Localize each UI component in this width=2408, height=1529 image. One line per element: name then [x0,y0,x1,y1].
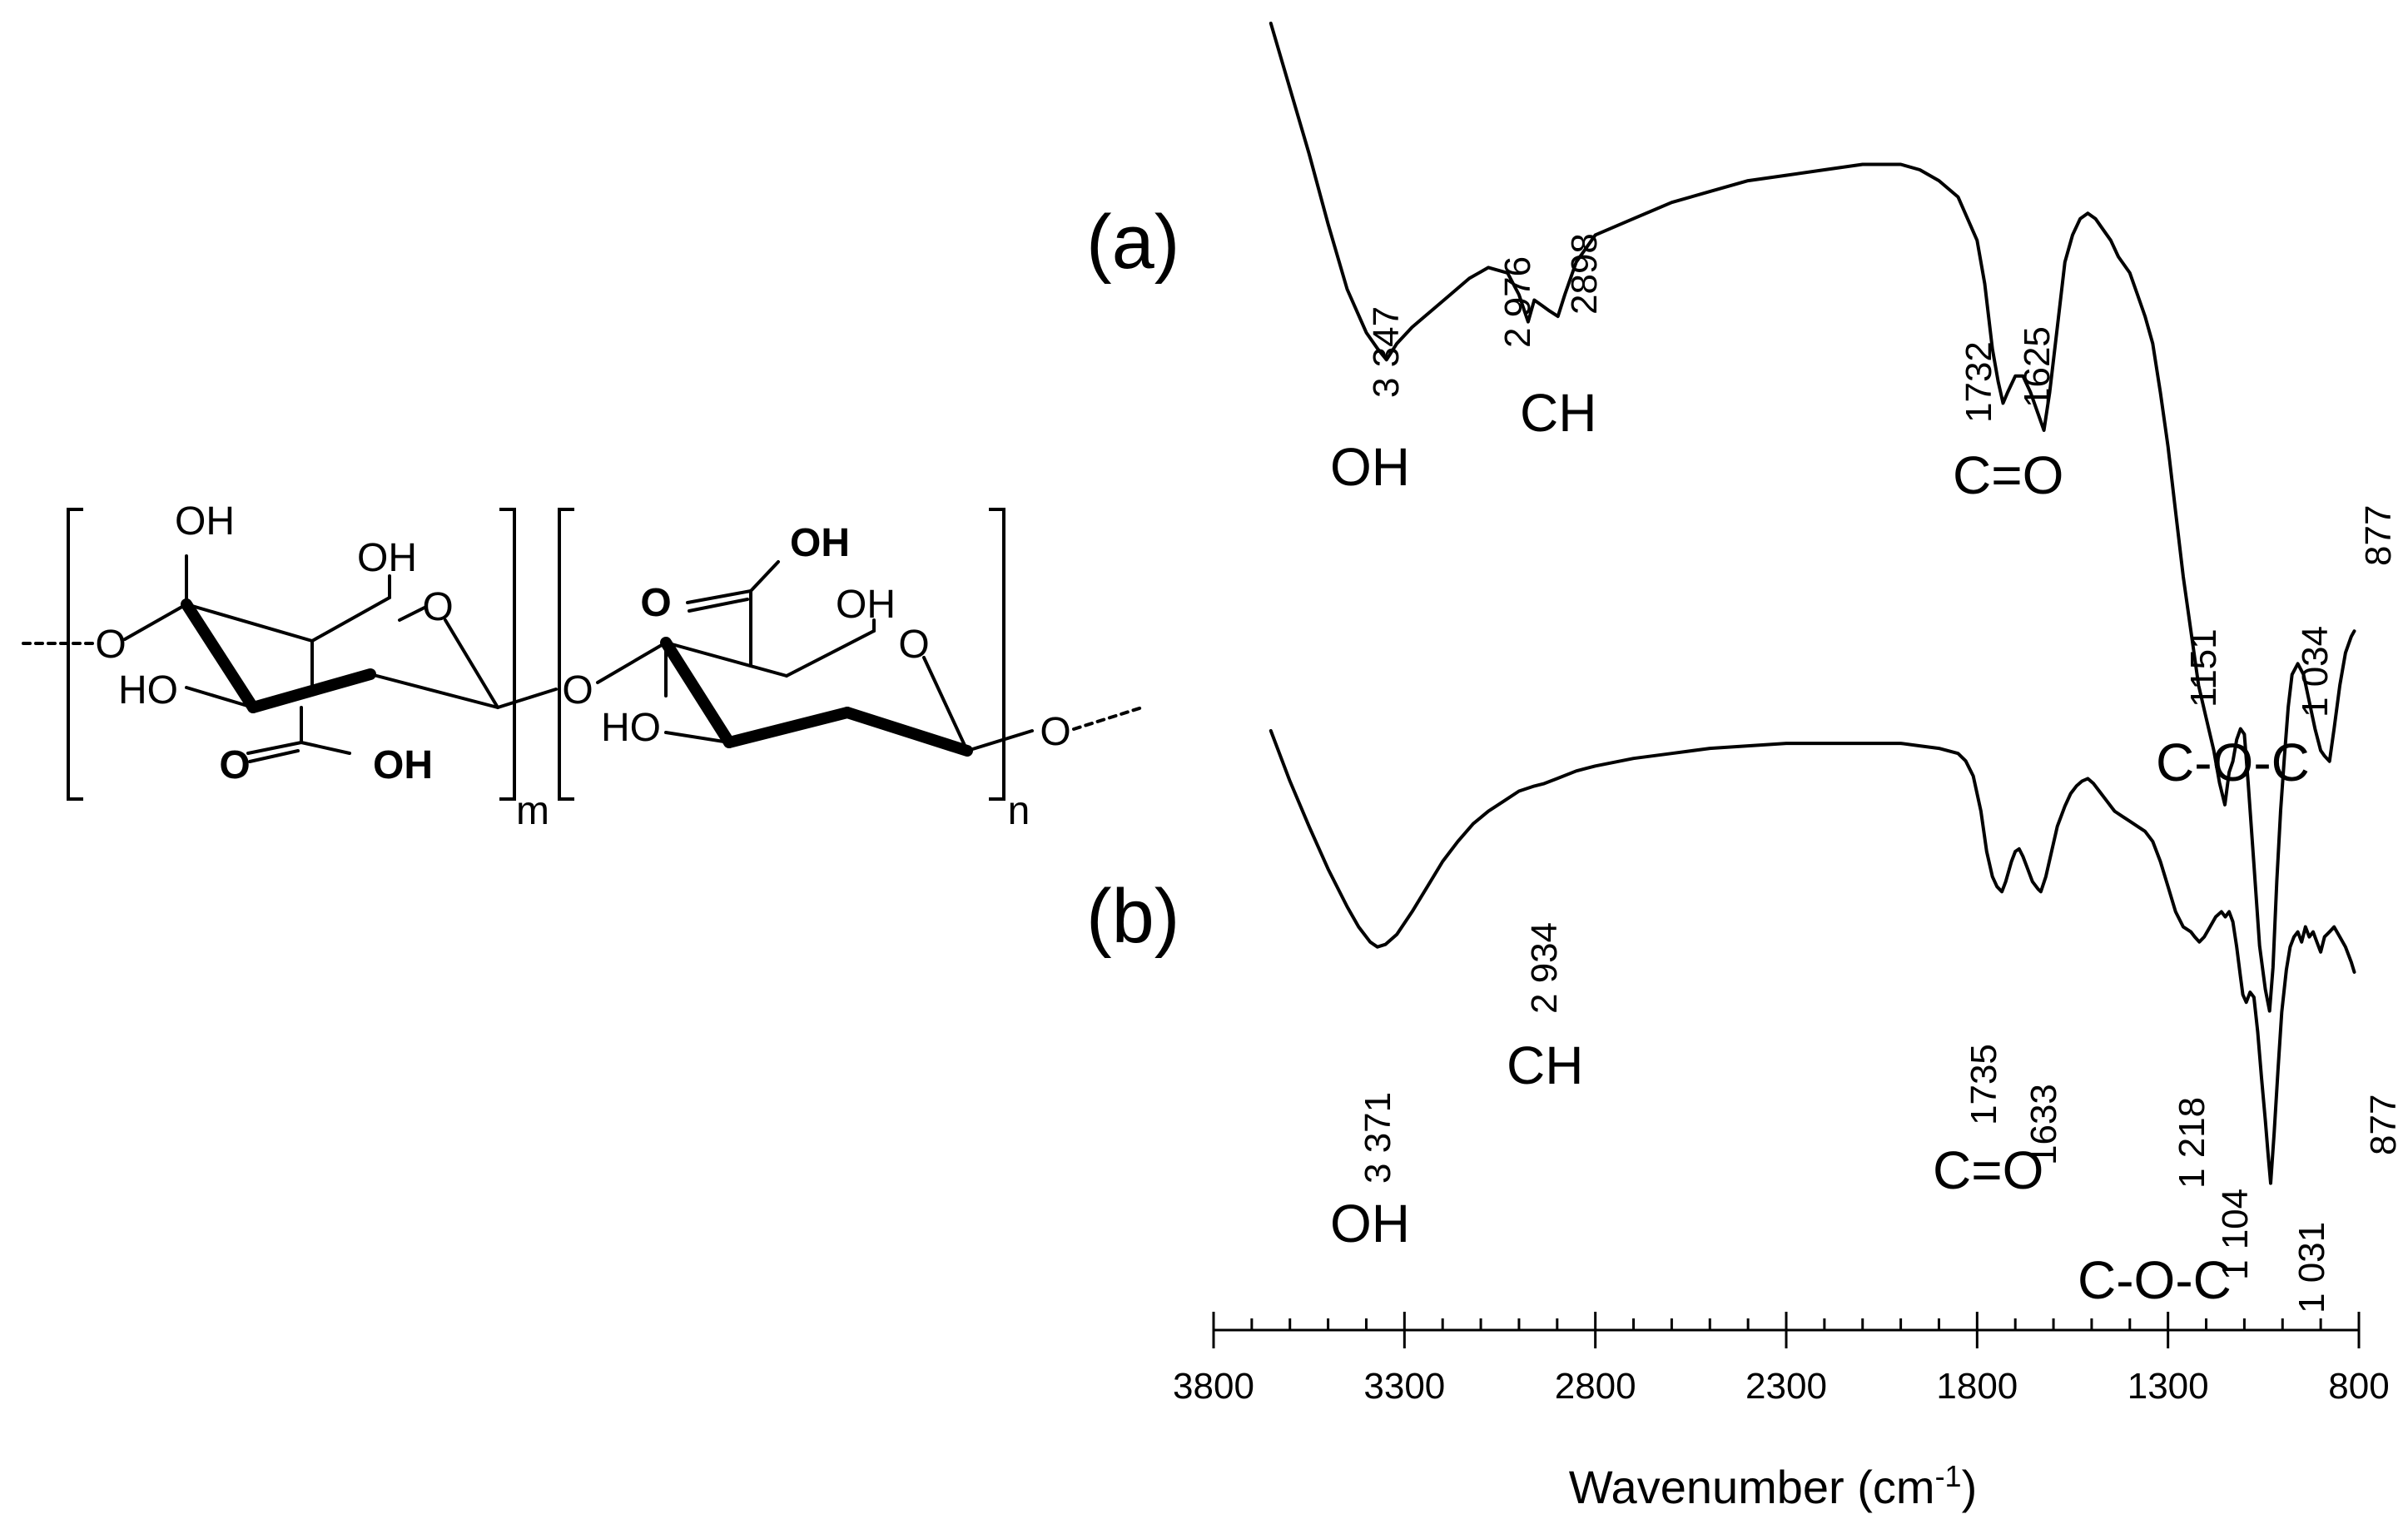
ir-spectra [1269,22,2356,1185]
annotations-a: 3 347 2 976 2898 1732 1625 1151 1 034 87… [1330,233,2399,792]
group-label-b-co: C=O [1933,1140,2043,1200]
bond [369,673,499,709]
panel-label-a: (a) [1086,200,1179,285]
peak-label-a-1625: 1625 [2017,326,2058,408]
x-tick-label: 1300 [2127,1366,2209,1407]
peak-label-a-1034: 1 034 [2295,626,2336,717]
x-axis: 3800 3300 2800 2300 1800 1300 800 [1173,1312,2390,1407]
bond [966,729,1034,752]
bond [785,629,876,678]
bond [922,656,969,752]
peak-label-a-2898: 2898 [1564,233,1605,315]
atom-o-link-right: O [1040,710,1070,754]
peak-label-b-3371: 3 371 [1358,1092,1398,1184]
atom-oh-carboxyl1: OH [373,743,433,787]
spectrum-line-a [1269,22,2356,1013]
panel-label-b: (b) [1086,874,1179,959]
group-label-a-oh: OH [1330,437,1410,497]
bond [310,596,391,643]
bond [185,686,255,709]
bond [300,741,351,755]
repeat-subscript-n: n [1008,789,1030,833]
x-tick-label: 1800 [1936,1366,2018,1407]
bond [246,741,303,755]
atom-oh-carboxyl2: OH [790,521,850,565]
repeat-subscript-m: m [516,789,549,833]
alginate-structure: OH OH O O HO O OH O OH O OH O HO O m n [22,499,1144,833]
peak-label-a-3347: 3 347 [1366,306,1407,398]
x-tick-label: 3800 [1173,1366,1254,1407]
group-label-a-ch: CH [1520,383,1596,443]
bond [496,688,558,709]
peak-label-b-2934: 2 934 [1524,922,1565,1014]
atom-o-ring2: O [898,623,929,667]
spectrum-line-b [1269,729,2356,1185]
atom-o-carbonyl2: O [640,581,671,625]
atom-o-glycosidic: O [562,668,593,712]
bond-bold [660,637,735,748]
x-axis-title: Wavenumber (cm-1) [1569,1459,1977,1513]
x-tick-label: 3300 [1363,1366,1445,1407]
peak-label-b-1218: 1 218 [2172,1097,2212,1189]
bond [686,589,752,604]
atom-ho-left2: HO [601,706,661,750]
x-tick-label: 2800 [1555,1366,1636,1407]
chain-end-right [1072,706,1144,731]
bond-bold [247,668,376,713]
peak-label-b-1633: 1633 [2023,1084,2064,1165]
bond [749,560,780,593]
atom-ho-left1: HO [118,668,178,712]
bond-bold [181,598,259,713]
atom-o-carbonyl1: O [219,743,250,787]
peak-label-b-1031: 1 031 [2291,1222,2332,1313]
bracket-left-m [67,508,83,801]
peak-label-a-1732: 1732 [1959,341,1999,423]
annotations-b: 3 371 2 934 1735 1633 1 218 1 104 1 031 … [1330,922,2404,1313]
atom-o-link-left: O [95,623,126,667]
atom-oh-ring2: OH [836,583,896,627]
group-label-b-oh: OH [1330,1194,1410,1253]
atom-o-ring1: O [422,585,453,629]
bracket-right-m [499,508,516,801]
group-label-b-ch: CH [1507,1035,1583,1095]
peak-label-b-1735: 1735 [1964,1044,2004,1125]
bond [185,603,314,643]
bond-bold [723,707,853,748]
peak-label-a-2976: 2 976 [1497,256,1538,348]
bond [664,641,788,678]
peak-label-b-877: 877 [2363,1095,2404,1155]
bond-bold [842,707,973,757]
group-label-b-coc: C-O-C [2078,1250,2232,1310]
bond [123,603,188,641]
bracket-right-n [989,508,1005,801]
bond [398,606,426,622]
x-tick-label: 800 [2328,1366,2389,1407]
x-tick-label: 2300 [1745,1366,1827,1407]
bond [248,749,300,763]
bracket-left-n [558,508,574,801]
atom-oh-top: OH [175,499,235,544]
group-label-a-co: C=O [1953,445,2063,505]
bond [688,598,749,613]
bond [444,618,499,709]
group-label-a-coc: C-O-C [2156,732,2310,792]
bond [664,731,731,744]
peak-label-b-1104: 1 104 [2215,1189,2256,1280]
peak-label-a-877: 877 [2358,505,2399,566]
atom-oh-ring1: OH [357,536,417,580]
bond [596,641,668,684]
peak-label-a-1151: 1151 [2183,628,2224,707]
